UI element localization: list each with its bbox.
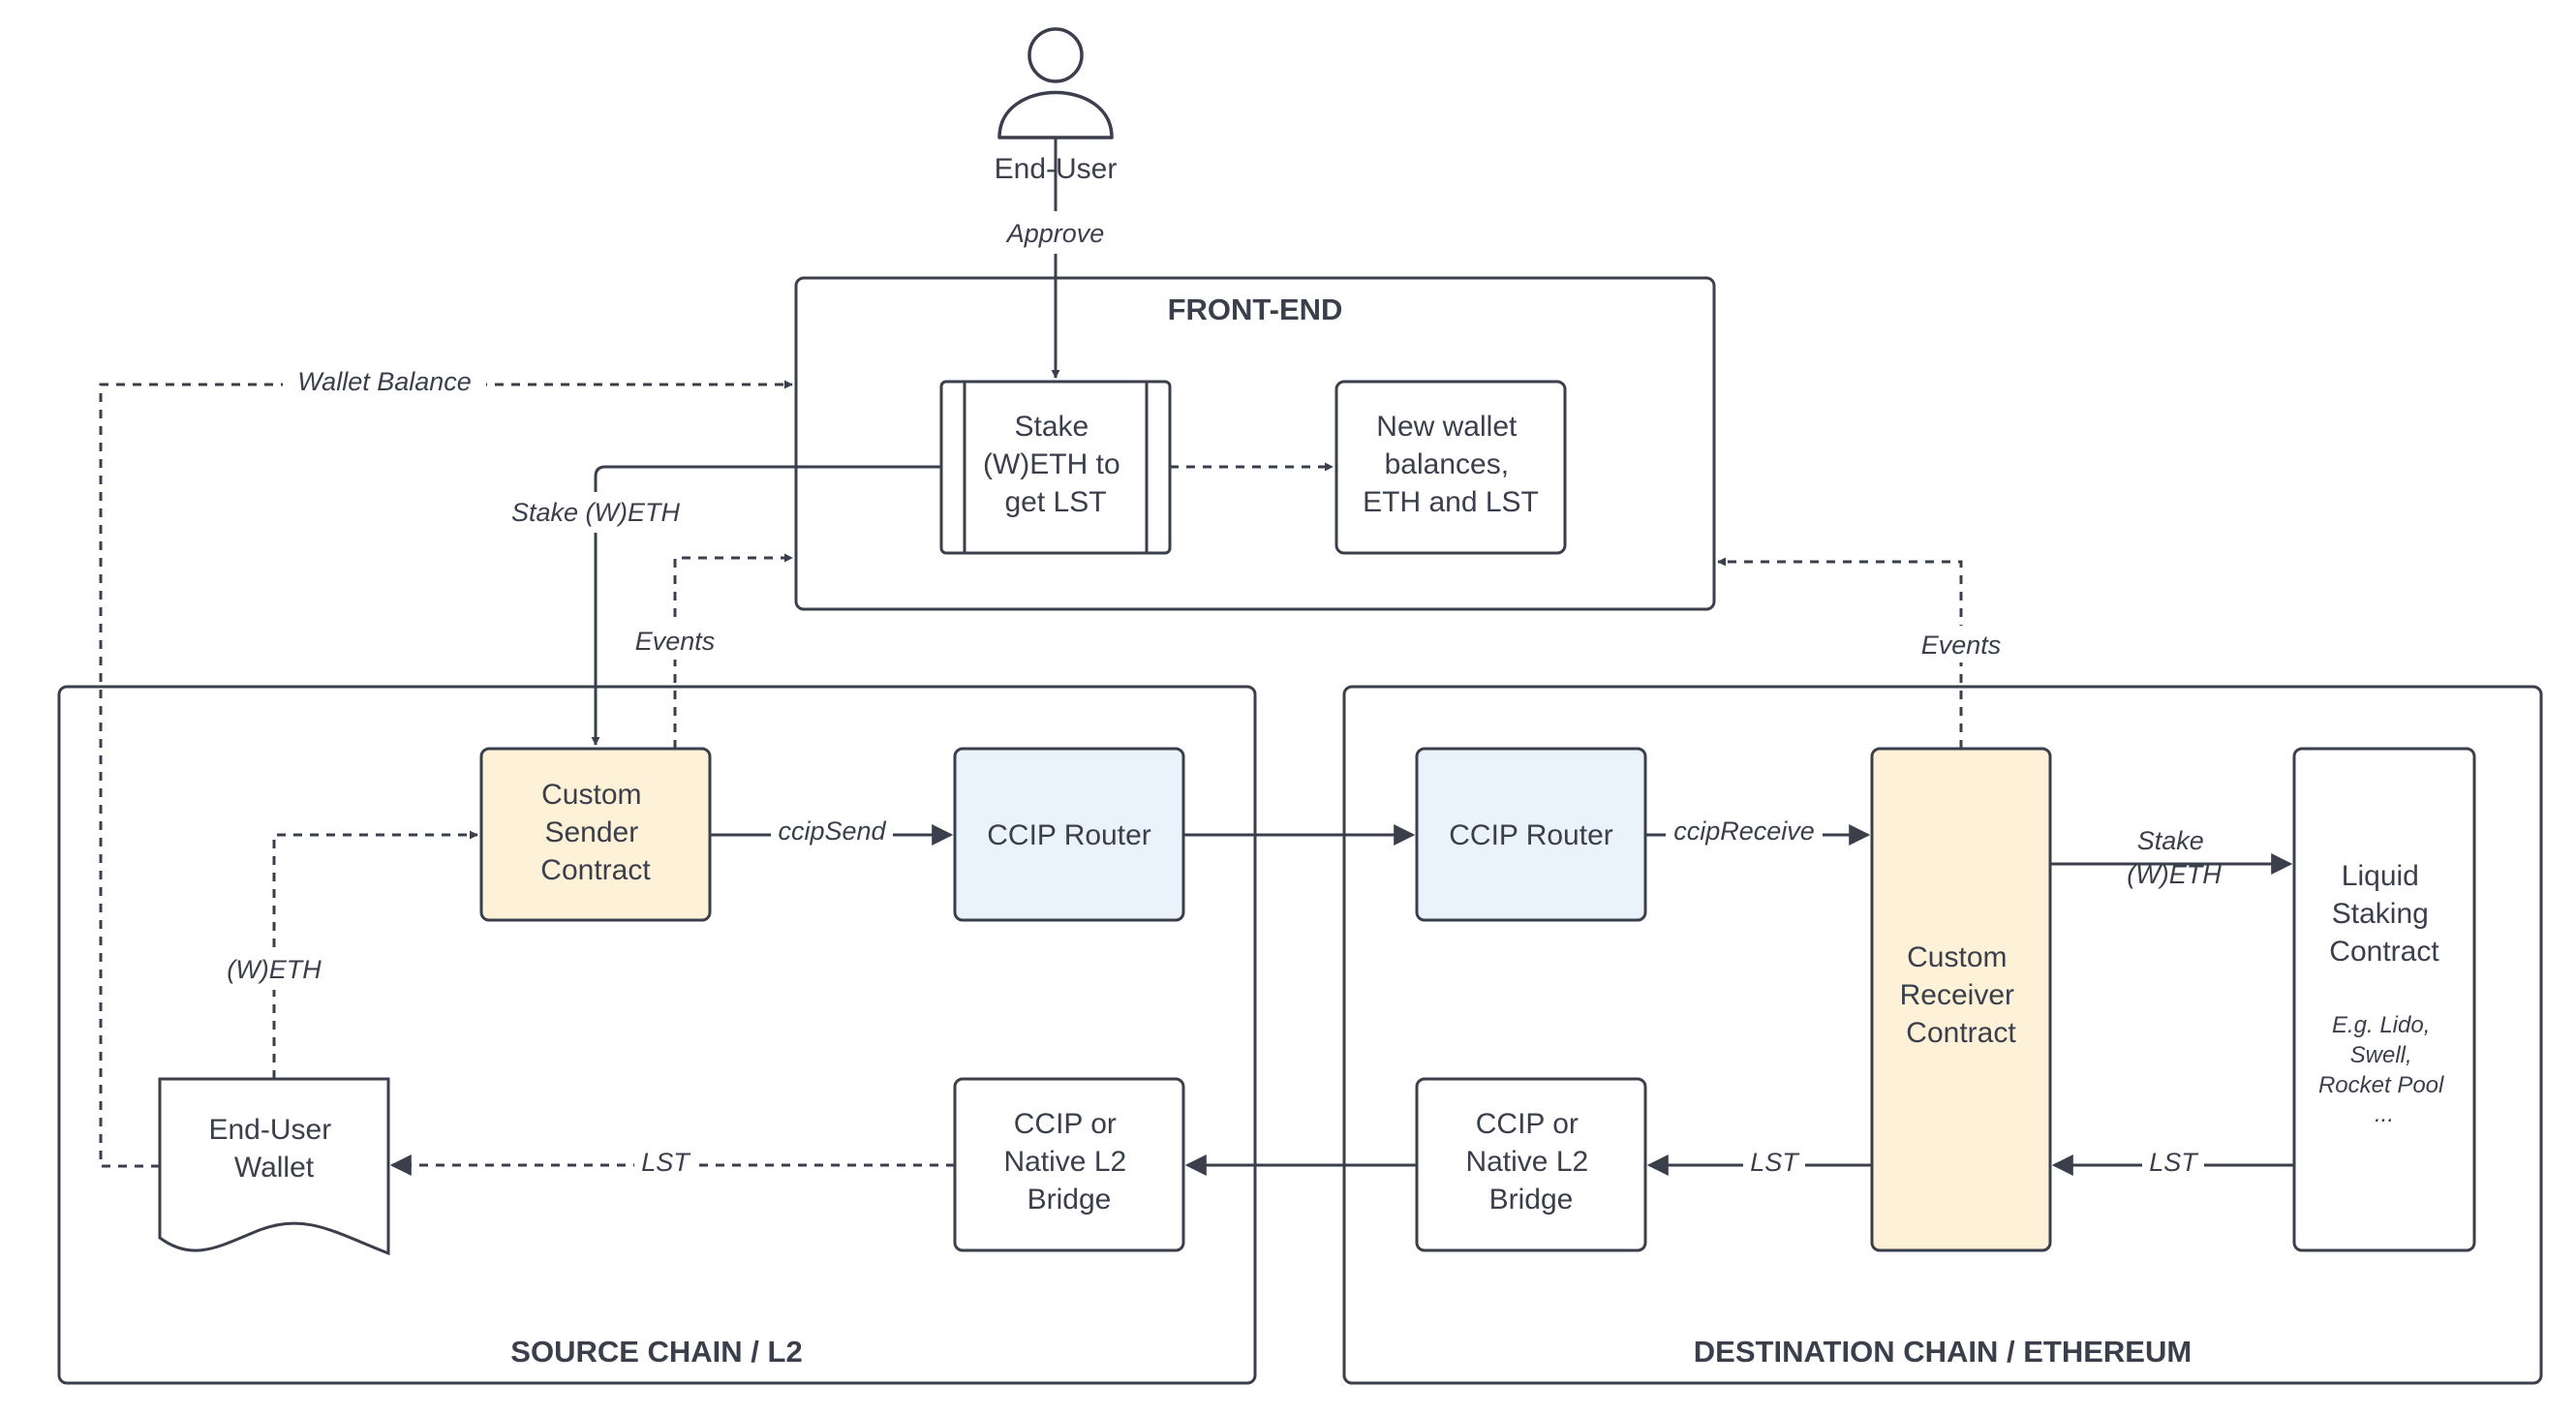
wallet-balance-label-bg (283, 362, 486, 401)
svg-text:CCIP Router: CCIP Router (987, 819, 1151, 851)
custom-receiver-contract-node[interactable]: Custom Receiver Contract (1870, 747, 2052, 1252)
liquid-staking-example-3: Rocket Pool (2318, 1072, 2444, 1098)
stake-weth-label: Stake (W)ETH (511, 498, 681, 527)
events-source-arrow (673, 553, 793, 749)
lst-dest-bridge-label: LST (1750, 1148, 1800, 1177)
stake-weth-dest-label: Stake (W)ETH (2127, 826, 2222, 889)
custom-receiver-line-3: Contract (1906, 1017, 2016, 1049)
new-balances-line-3: ETH and LST (1363, 486, 1539, 518)
ccip-send-label: ccipSend (778, 816, 886, 846)
weth-label-bg (217, 949, 331, 990)
lst-dest-bridge-label-bg (1743, 1143, 1805, 1180)
destination-chain-zone (1342, 685, 2543, 1385)
ccip-receive-label-bg (1666, 812, 1823, 848)
new-balances-node[interactable]: New wallet balances, ETH and LST (1334, 380, 1567, 555)
custom-sender-line-2: Sender (544, 816, 638, 848)
stake-weth-dest-line-1: Stake (2137, 826, 2204, 855)
stake-process-line-2: (W)ETH to (983, 448, 1120, 480)
bridge-source-line-1: CCIP or (1014, 1108, 1117, 1140)
liquid-staking-line-3: Contract (2329, 936, 2439, 968)
ccip-router-source-label: CCIP Router (987, 819, 1151, 851)
liquid-staking-example-4: ... (2375, 1101, 2394, 1127)
svg-text:End-User Wallet: End-User Wallet (208, 1114, 339, 1184)
destination-chain-zone-title: DESTINATION CHAIN / ETHEREUM (1694, 1335, 2192, 1369)
stake-process-line-3: get LST (1004, 486, 1106, 518)
ccip-router-source-node[interactable]: CCIP Router (953, 747, 1185, 922)
custom-sender-line-1: Custom (541, 779, 641, 811)
end-user-wallet-node[interactable]: End-User Wallet (158, 1077, 390, 1256)
end-user-wallet-line-1: End-User (208, 1114, 331, 1146)
stake-weth-dest-line-2: (W)ETH (2127, 860, 2222, 889)
svg-text:E.g. Lido, Swell,: E.g. Lido, Swell, Rocket Pool ... (2318, 1012, 2450, 1127)
bridge-source-line-2: Native L2 (1003, 1146, 1126, 1178)
ccip-receive-label: ccipReceive (1673, 816, 1815, 846)
liquid-staking-line-2: Staking (2332, 898, 2429, 930)
end-user-label: End-User (995, 153, 1118, 185)
lst-staking-label-bg (2142, 1143, 2204, 1180)
stake-weth-label-bg (498, 492, 693, 533)
svg-text:CCIP or Native L2: CCIP or Native L2 Bridge (1003, 1108, 1134, 1216)
svg-text:Custom Receiver Co: Custom Receiver Contract (1900, 941, 2023, 1049)
end-user-wallet-line-2: Wallet (234, 1152, 315, 1184)
front-end-zone (794, 276, 1716, 611)
bridge-dest-node[interactable]: CCIP or Native L2 Bridge (1415, 1077, 1647, 1252)
svg-text:Stake (W)ETH to ge: Stake (W)ETH to get LST (983, 411, 1128, 518)
liquid-staking-example-2: Swell, (2350, 1042, 2412, 1068)
person-icon (997, 27, 1114, 139)
lst-source-label: LST (641, 1148, 691, 1177)
lst-source-label-bg (634, 1143, 696, 1180)
approve-label: Approve (1005, 219, 1105, 248)
liquid-staking-contract-node[interactable]: Liquid Staking Contract E.g. Lido, Swell… (2292, 747, 2476, 1252)
liquid-staking-example-1: E.g. Lido, (2332, 1012, 2430, 1038)
bridge-dest-line-2: Native L2 (1465, 1146, 1588, 1178)
svg-text:Liquid Staking Con: Liquid Staking Contract (2329, 860, 2439, 968)
front-end-zone-title: FRONT-END (1168, 292, 1343, 326)
weth-label: (W)ETH (227, 955, 322, 984)
events-dest-label: Events (1921, 631, 2002, 660)
custom-receiver-line-2: Receiver (1900, 979, 2014, 1011)
svg-text:Custom Sender Cont: Custom Sender Contract (540, 779, 651, 886)
bridge-source-node[interactable]: CCIP or Native L2 Bridge (953, 1077, 1185, 1252)
svg-text:CCIP or Native L2: CCIP or Native L2 Bridge (1465, 1108, 1596, 1216)
svg-text:New wallet balances,: New wallet balances, ETH and LST (1363, 411, 1539, 518)
stake-process-line-1: Stake (1014, 411, 1089, 443)
source-chain-zone (57, 685, 1257, 1385)
new-balances-line-2: balances, (1385, 448, 1509, 480)
bridge-source-line-3: Bridge (1027, 1184, 1112, 1216)
wallet-balance-label: Wallet Balance (297, 367, 472, 396)
stake-weth-arrow (591, 465, 941, 746)
bridge-dest-line-3: Bridge (1489, 1184, 1574, 1216)
events-dest-arrow (1717, 557, 1963, 749)
bridge-dest-line-1: CCIP or (1476, 1108, 1579, 1140)
source-chain-zone-title: SOURCE CHAIN / L2 (510, 1335, 802, 1369)
events-source-label: Events (635, 627, 716, 656)
ccip-router-dest-label: CCIP Router (1449, 819, 1613, 851)
custom-sender-contract-node[interactable]: Custom Sender Contract (479, 747, 712, 922)
lst-staking-label: LST (2149, 1148, 2199, 1177)
custom-receiver-line-1: Custom (1907, 941, 2007, 973)
svg-text:CCIP Router: CCIP Router (1449, 819, 1613, 851)
weth-arrow (272, 830, 478, 1079)
liquid-staking-line-1: Liquid (2342, 860, 2419, 892)
events-source-label-bg (625, 623, 725, 660)
events-dest-label-bg (1911, 626, 2011, 662)
ccip-send-label-bg (771, 812, 893, 848)
ccip-router-dest-node[interactable]: CCIP Router (1415, 747, 1647, 922)
new-balances-line-1: New wallet (1376, 411, 1518, 443)
stake-process-node[interactable]: Stake (W)ETH to get LST (939, 380, 1172, 555)
custom-sender-line-3: Contract (540, 854, 651, 886)
